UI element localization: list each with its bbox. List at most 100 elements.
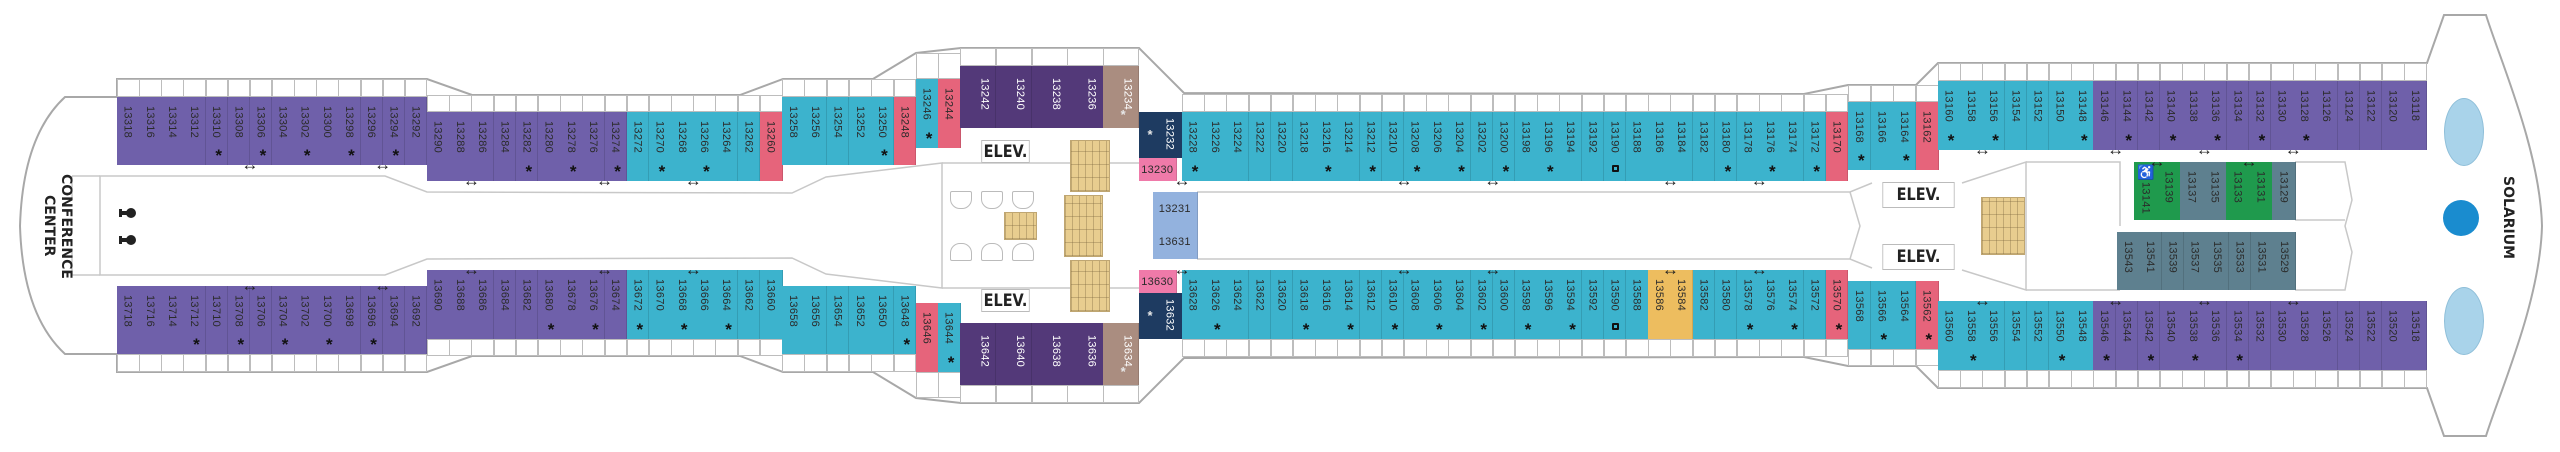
cabin-13292[interactable]: 13292 — [404, 97, 428, 165]
cabin-13170[interactable]: 13170 — [1825, 112, 1849, 181]
cabin-13688[interactable]: 13688 — [449, 270, 472, 339]
cabin-13622[interactable]: 13622 — [1248, 270, 1272, 339]
cabin-13710[interactable]: 13710 — [205, 286, 229, 354]
cabin-13570[interactable]: 13570 — [1825, 270, 1849, 339]
cabin-13682[interactable]: 13682 — [515, 270, 539, 339]
cabin-13300[interactable]: 13300 — [316, 97, 339, 165]
cabin-13198[interactable]: 13198 — [1515, 112, 1538, 181]
cabin-13318[interactable]: 13318 — [117, 97, 140, 165]
cabin-13708[interactable]: 13708 — [227, 286, 251, 354]
cabin-13606[interactable]: 13606 — [1426, 270, 1449, 339]
cabin-13544[interactable]: 13544 — [2115, 301, 2139, 370]
cabin-13574[interactable]: 13574 — [1781, 270, 1805, 339]
cabin-13704[interactable]: 13704 — [271, 286, 295, 354]
cabin-13162[interactable]: 13162 — [1915, 102, 1939, 170]
cabin-13616[interactable]: 13616 — [1315, 270, 1338, 339]
cabin-13240[interactable]: 13240 — [995, 66, 1033, 128]
cabin-13543[interactable]: 13543 — [2117, 232, 2140, 290]
cabin-13144[interactable]: 13144 — [2115, 81, 2139, 150]
cabin-13614[interactable]: 13614 — [1337, 270, 1361, 339]
cabin-13184[interactable]: 13184 — [1670, 112, 1694, 181]
cabin-13634[interactable]: 13634 — [1103, 323, 1140, 385]
cabin-13302[interactable]: 13302 — [294, 97, 317, 165]
cabin-13654[interactable]: 13654 — [826, 286, 850, 354]
cabin-13133[interactable]: 13133 — [2226, 162, 2250, 220]
cabin-13668[interactable]: 13668 — [671, 270, 694, 339]
cabin-13520[interactable]: 13520 — [2382, 301, 2405, 370]
cabin-13310[interactable]: 13310 — [205, 97, 229, 165]
cabin-13652[interactable]: 13652 — [848, 286, 872, 354]
cabin-13270[interactable]: 13270 — [648, 112, 672, 181]
cabin-13684[interactable]: 13684 — [493, 270, 517, 339]
cabin-13696[interactable]: 13696 — [360, 286, 384, 354]
cabin-13214[interactable]: 13214 — [1337, 112, 1361, 181]
cabin-13248[interactable]: 13248 — [893, 97, 917, 165]
cabin-13582[interactable]: 13582 — [1692, 270, 1716, 339]
cabin-13196[interactable]: 13196 — [1537, 112, 1560, 181]
cabin-13539[interactable]: 13539 — [2161, 232, 2185, 290]
cabin-13206[interactable]: 13206 — [1426, 112, 1449, 181]
cabin-13216[interactable]: 13216 — [1315, 112, 1338, 181]
cabin-13258[interactable]: 13258 — [782, 97, 805, 165]
cabin-13586[interactable]: 13586 — [1648, 270, 1671, 339]
cabin-13152[interactable]: 13152 — [2026, 81, 2050, 150]
cabin-13536[interactable]: 13536 — [2204, 301, 2228, 370]
cabin-13700[interactable]: 13700 — [316, 286, 339, 354]
cabin-13202[interactable]: 13202 — [1470, 112, 1494, 181]
cabin-13264[interactable]: 13264 — [715, 112, 739, 181]
cabin-13598[interactable]: 13598 — [1515, 270, 1538, 339]
cabin-13678[interactable]: 13678 — [560, 270, 583, 339]
cabin-13568[interactable]: 13568 — [1848, 281, 1871, 349]
cabin-13236[interactable]: 13236 — [1067, 66, 1104, 128]
cabin-13118[interactable]: 13118 — [2404, 81, 2427, 150]
cabin-13272[interactable]: 13272 — [626, 112, 650, 181]
cabin-13134[interactable]: 13134 — [2226, 81, 2250, 150]
cabin-13537[interactable]: 13537 — [2183, 232, 2207, 290]
cabin-13138[interactable]: 13138 — [2182, 81, 2205, 150]
cabin-13676[interactable]: 13676 — [582, 270, 606, 339]
cabin-13644[interactable]: 13644 — [938, 303, 961, 372]
cabin-13546[interactable]: 13546 — [2093, 301, 2117, 370]
cabin-13312[interactable]: 13312 — [183, 97, 207, 165]
cabin-13244[interactable]: 13244 — [938, 79, 961, 148]
cabin-13254[interactable]: 13254 — [826, 97, 850, 165]
cabin-13600[interactable]: 13600 — [1492, 270, 1516, 339]
cabin-13650[interactable]: 13650 — [871, 286, 895, 354]
cabin-13194[interactable]: 13194 — [1559, 112, 1583, 181]
cabin-13646[interactable]: 13646 — [916, 303, 939, 372]
cabin-13148[interactable]: 13148 — [2071, 81, 2094, 150]
cabin-13146[interactable]: 13146 — [2093, 81, 2117, 150]
cabin-13188[interactable]: 13188 — [1626, 112, 1649, 181]
cabin-13604[interactable]: 13604 — [1448, 270, 1472, 339]
cabin-13120[interactable]: 13120 — [2382, 81, 2405, 150]
cabin-13631[interactable]: 13631 — [1153, 225, 1198, 259]
cabin-13156[interactable]: 13156 — [1982, 81, 2006, 150]
cabin-13124[interactable]: 13124 — [2337, 81, 2361, 150]
cabin-13140[interactable]: 13140 — [2160, 81, 2183, 150]
cabin-13660[interactable]: 13660 — [759, 270, 783, 339]
cabin-13584[interactable]: 13584 — [1670, 270, 1694, 339]
cabin-13122[interactable]: 13122 — [2359, 81, 2383, 150]
cabin-13626[interactable]: 13626 — [1204, 270, 1227, 339]
cabin-13186[interactable]: 13186 — [1648, 112, 1671, 181]
cabin-13548[interactable]: 13548 — [2071, 301, 2094, 370]
cabin-13624[interactable]: 13624 — [1226, 270, 1250, 339]
cabin-13588[interactable]: 13588 — [1626, 270, 1649, 339]
cabin-13284[interactable]: 13284 — [493, 112, 517, 181]
cabin-13158[interactable]: 13158 — [1960, 81, 1983, 150]
cabin-13594[interactable]: 13594 — [1559, 270, 1583, 339]
cabin-13180[interactable]: 13180 — [1714, 112, 1738, 181]
cabin-13564[interactable]: 13564 — [1893, 281, 1916, 349]
cabin-13672[interactable]: 13672 — [626, 270, 650, 339]
cabin-13204[interactable]: 13204 — [1448, 112, 1472, 181]
cabin-13220[interactable]: 13220 — [1270, 112, 1294, 181]
cabin-13231[interactable]: 13231 — [1153, 192, 1198, 226]
cabin-13556[interactable]: 13556 — [1982, 301, 2006, 370]
cabin-13658[interactable]: 13658 — [782, 286, 805, 354]
cabin-13176[interactable]: 13176 — [1759, 112, 1782, 181]
cabin-13630[interactable]: 13630 — [1139, 270, 1177, 293]
cabin-13670[interactable]: 13670 — [648, 270, 672, 339]
cabin-13290[interactable]: 13290 — [427, 112, 450, 181]
cabin-13552[interactable]: 13552 — [2026, 301, 2050, 370]
cabin-13542[interactable]: 13542 — [2137, 301, 2161, 370]
